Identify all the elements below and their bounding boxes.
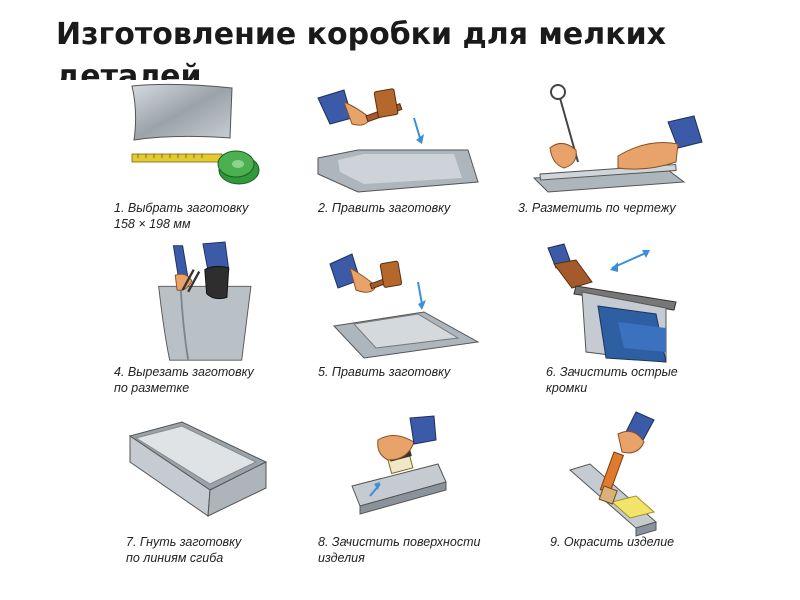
- step-6: 6. Зачистить острые кромки: [546, 242, 746, 407]
- step-caption: 2. Править заготовку: [318, 201, 451, 215]
- straighten-sheet-illustration: [317, 88, 479, 193]
- filing-edges-illustration: [547, 243, 677, 363]
- metal-sheet-and-tape-illustration: [131, 83, 260, 185]
- slide-title: Изготовление коробки для мелких деталей: [56, 17, 666, 80]
- straighten-sheet-again-illustration: [329, 253, 480, 359]
- step-1: 1. Выбрать заготовку 158 × 198 мм: [114, 78, 314, 243]
- step-3: 3. Разметить по чертежу: [518, 78, 718, 243]
- step-7: 7. Гнуть заготовку по линиям сгиба: [126, 412, 326, 577]
- step-4: 4. Вырезать заготовку по разметке: [114, 241, 314, 407]
- step-caption: 3. Разметить по чертежу: [518, 201, 676, 215]
- step-caption: 6. Зачистить острые кромки: [546, 365, 678, 395]
- step-caption: 7. Гнуть заготовку по линиям сгиба: [126, 535, 242, 565]
- step-8: 8. Зачистить поверхности изделия: [318, 412, 518, 577]
- step-2: 2. Править заготовку: [317, 78, 518, 243]
- step-caption: 5. Править заготовку: [318, 365, 451, 379]
- step-5: 5. Править заготовку: [318, 242, 518, 407]
- step-caption: 8. Зачистить поверхности изделия: [318, 535, 481, 565]
- step-caption: 4. Вырезать заготовку по разметке: [114, 365, 254, 395]
- marking-out-illustration: [532, 84, 703, 193]
- cutting-sheet-illustration: [158, 241, 252, 361]
- painting-item-illustration: [568, 411, 658, 537]
- step-caption: 1. Выбрать заготовку 158 × 198 мм: [114, 201, 249, 231]
- bent-box-illustration: [128, 421, 268, 517]
- step-9: 9. Окрасить изделие: [550, 411, 750, 577]
- sanding-surface-illustration: [351, 415, 447, 515]
- step-caption: 9. Окрасить изделие: [550, 535, 675, 549]
